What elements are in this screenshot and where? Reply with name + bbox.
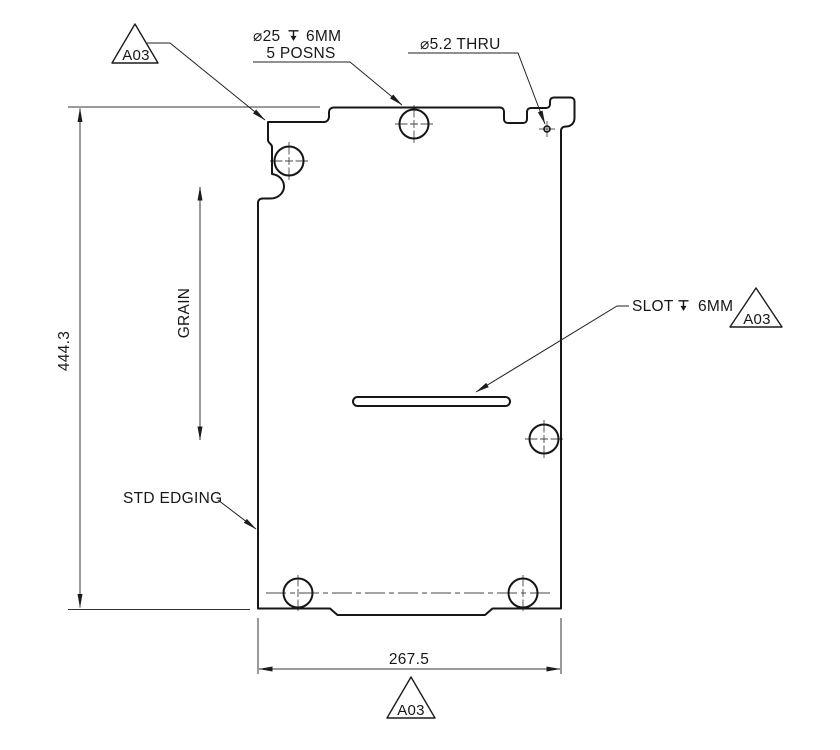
flag-top-left-value: A03 <box>122 47 150 64</box>
symbol-layer <box>288 30 689 311</box>
slot-cutout <box>352 396 511 407</box>
leader-slot-note <box>475 305 629 393</box>
std-edging-label: STD EDGING <box>123 490 222 507</box>
grain-label: GRAIN <box>176 288 193 339</box>
leader-thru-note <box>408 52 546 125</box>
flag-slot-value: A03 <box>743 311 771 328</box>
slot-depth-label: 6MM <box>698 298 733 315</box>
dimension-layer <box>68 106 562 674</box>
depth-symbol-icon <box>678 300 689 311</box>
flag-bottom-value: A03 <box>397 702 425 719</box>
hole-top-left <box>273 145 305 177</box>
cbore-dia-label: ⌀25 <box>253 28 280 45</box>
depth-symbol-icon <box>288 30 299 41</box>
flag-layer <box>111 23 783 719</box>
leader-cbore-note <box>253 61 403 106</box>
hole-mid-right <box>528 423 560 455</box>
width-dim-value: 267.5 <box>389 651 429 668</box>
hole-top-center <box>398 108 430 140</box>
slot-label: SLOT <box>632 298 674 315</box>
leader-flag-top-left <box>147 42 266 121</box>
hole-bottom-right <box>507 577 539 609</box>
text-layer: ⌀25 6MM 5 POSNS ⌀5.2 THRU SLOT 6MM STD E… <box>56 28 771 719</box>
leader-layer <box>147 42 629 530</box>
hole-bottom-left <box>282 577 314 609</box>
part-geometry-layer <box>257 96 576 616</box>
hole-thru-small <box>543 125 551 133</box>
thru-hole-label: ⌀5.2 THRU <box>420 36 501 53</box>
flag-triangle-slot <box>729 287 783 328</box>
part-outline <box>257 96 576 616</box>
flag-triangle-bottom <box>386 676 436 719</box>
cbore-depth-label: 6MM <box>306 28 341 45</box>
leader-edging-note <box>217 499 257 530</box>
cbore-posns-label: 5 POSNS <box>266 45 335 62</box>
height-dim-value: 444.3 <box>56 331 73 371</box>
flag-triangle-top-left <box>111 23 159 64</box>
centermark-layer <box>266 105 563 611</box>
